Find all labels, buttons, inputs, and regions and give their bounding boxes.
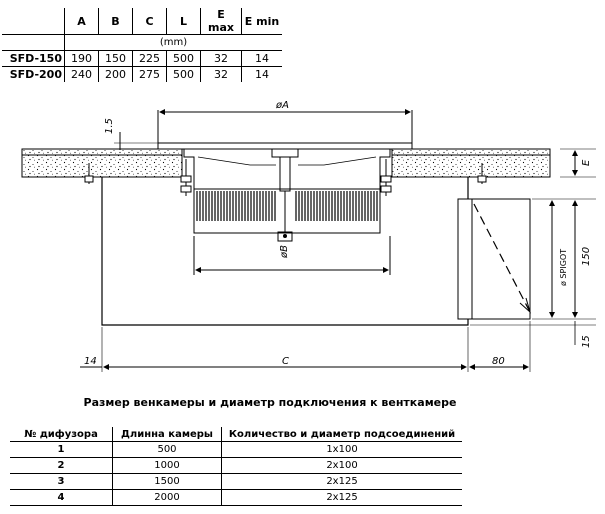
col-header-emax: E max: [200, 8, 242, 35]
center-spindle: [277, 156, 293, 242]
label-80: 80: [492, 356, 505, 367]
cell-value: 2: [10, 457, 113, 474]
cell-value: 1000: [112, 457, 222, 474]
cell-value: 2x125: [221, 489, 462, 506]
col-header-a: A: [64, 8, 99, 35]
cell-value: 1500: [112, 473, 222, 490]
cell-value: 32: [200, 66, 242, 82]
table-row: 2 1000 2x100: [10, 457, 462, 474]
cell-value: 500: [166, 50, 201, 67]
col-header-connections: Количество и диаметр подсоединений: [221, 427, 462, 442]
label-thickness: 1.5: [104, 118, 115, 134]
cell-value: 150: [98, 50, 133, 67]
section-drawing: 1.5 øA øB E 150 ø SPIGOT 15 14 C 80: [21, 100, 596, 372]
dimensions-unit-row: (mm): [2, 34, 282, 51]
unit-corner: [2, 34, 65, 51]
fixing-bolt-left: [180, 159, 192, 196]
col-header-chamber-length: Длинна камеры: [112, 427, 222, 442]
hanger-bolt-left: [84, 163, 94, 184]
ceiling-slab-right: [391, 148, 551, 178]
cell-value: 200: [98, 66, 133, 82]
swirl-vanes: [196, 191, 378, 221]
cell-value: 2x100: [221, 457, 462, 474]
label-15: 15: [581, 335, 592, 348]
col-header-b: B: [98, 8, 133, 35]
cell-value: 1: [10, 441, 113, 458]
cell-value: 190: [64, 50, 99, 67]
label-diameter-b: øB: [279, 245, 290, 259]
col-header-c: C: [132, 8, 167, 35]
fixing-bolt-right: [380, 159, 392, 196]
table-row: 1 500 1x100: [10, 441, 462, 458]
cell-value: 4: [10, 489, 113, 506]
col-header-diffuser-no: № дифузора: [10, 427, 113, 442]
dimensions-table: A B C L E max E min (mm) SFD-150 190 150…: [2, 8, 282, 82]
table-row: 3 1500 2x125: [10, 473, 462, 490]
label-150: 150: [581, 247, 592, 266]
cell-value: 14: [255, 68, 269, 81]
plenum-table: № дифузора Длинна камеры Количество и ди…: [10, 427, 462, 506]
inner-cone: [193, 188, 381, 234]
cell-value: 225: [132, 50, 167, 67]
label-spigot: ø SPIGOT: [559, 249, 568, 286]
cell-value: 3: [10, 473, 113, 490]
label-diameter-a: øA: [275, 100, 289, 111]
plenum-table-caption: Размер венкамеры и диаметр подключения к…: [83, 396, 457, 409]
col-header-l: L: [166, 8, 201, 35]
cell-value: 275: [132, 66, 167, 82]
cell-value: 500: [166, 66, 201, 82]
model-name: SFD-200: [2, 66, 65, 82]
dimensions-header-row: A B C L E max E min: [2, 8, 282, 35]
plenum-header-row: № дифузора Длинна камеры Количество и ди…: [10, 427, 462, 442]
col-header-emin: E min: [241, 8, 282, 35]
cell-value: 1x100: [221, 441, 462, 458]
cell-value: 2x125: [221, 473, 462, 490]
table-row: SFD-150 190 150 225 500 32 14: [2, 50, 282, 67]
hanger-bolt-right: [477, 163, 487, 184]
dimensions-corner: [2, 8, 65, 35]
label-c: C: [282, 356, 289, 367]
unit-label: (mm): [64, 34, 282, 51]
cell-value: 32: [200, 50, 242, 67]
spigot-collar: [457, 198, 531, 320]
cell-value: 500: [112, 441, 222, 458]
ceiling-slab-left: [21, 148, 183, 178]
cell-value: 14: [241, 50, 282, 67]
label-14: 14: [84, 356, 97, 367]
table-row: 4 2000 2x125: [10, 489, 462, 506]
cell-value: 2000: [112, 489, 222, 506]
model-name: SFD-150: [2, 50, 65, 67]
cell-value: 240: [64, 66, 99, 82]
label-e: E: [581, 159, 592, 166]
table-row: SFD-200 240 200 275 500 32 14: [2, 66, 282, 82]
